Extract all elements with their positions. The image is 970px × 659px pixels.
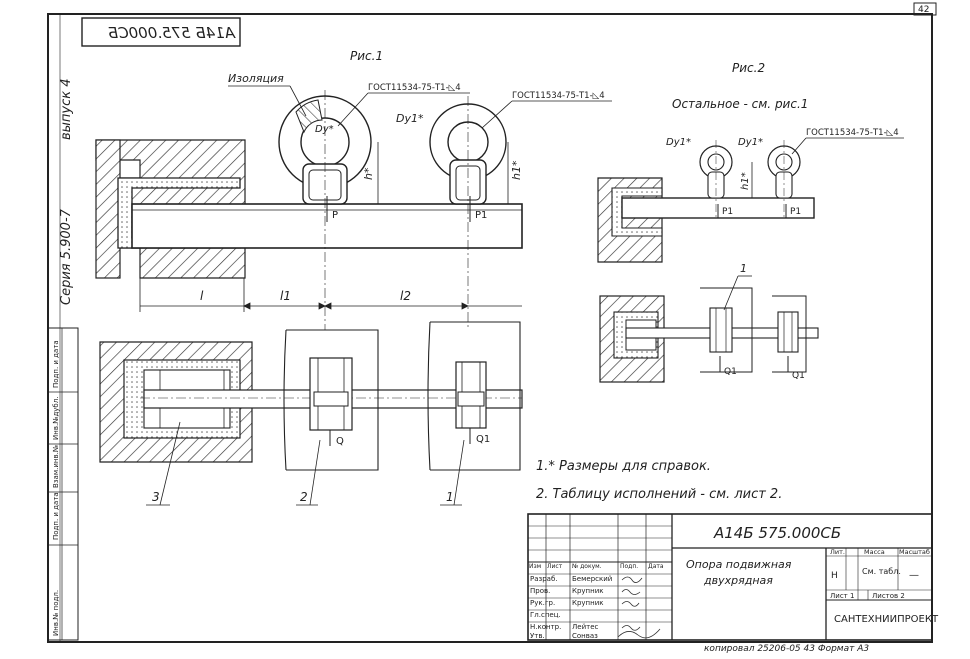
dim-h-right: h1* (510, 160, 523, 180)
mirrored-stamp: А14Б 575.000СБ (81, 17, 241, 47)
series-label: Серия 5.900-7 (59, 208, 74, 305)
role-label: Разраб. (530, 575, 558, 583)
fig1-plan: Q Q1 3 2 1 (99, 321, 523, 506)
fig2-load-q-left: Q1 (724, 367, 737, 377)
person-name: Крупник (572, 599, 604, 607)
dim-l2: l2 (400, 289, 411, 303)
load-q-right: Q1 (476, 434, 490, 445)
role-label: Пров. (530, 587, 550, 595)
fig2-load-p-right: P1 (790, 207, 801, 217)
mirrored-stamp-code: А14Б 575.000СБ (108, 24, 236, 42)
person-name: Крупник (572, 587, 604, 595)
callout-2: 2 (300, 490, 308, 504)
sheet-label: Лист 1 (830, 592, 854, 600)
copy-line: копировал 25206-05 43 Формат А3 (704, 644, 869, 654)
load-p-left: P (332, 210, 338, 221)
title-name-line1: Опора подвижная (686, 558, 792, 571)
dy-label-right: Dу1* (396, 112, 424, 125)
title-name-line2: двухрядная (703, 574, 773, 587)
fig1-title: Рис.1 (350, 49, 383, 63)
load-q-left: Q (336, 436, 344, 447)
page-number: 42 (918, 5, 929, 15)
scale-value: — (909, 570, 919, 581)
head-col: Подп. (620, 563, 638, 570)
callout-3: 3 (152, 490, 160, 504)
fig2-dim-h: h1* (740, 172, 751, 190)
fig1-elevation: h* h1* P P1 Рис.1 Изоляция ГОСТ11534-75-… (95, 49, 612, 330)
fig2-callout-1: 1 (740, 262, 747, 275)
dim-h-left: h* (362, 167, 375, 180)
fig2-elevation: Рис.2 Остальное - см. рис.1 Dу1* Dу1* ГО… (597, 61, 904, 263)
side-strip: Инв.№ подл. Подп. и дата Взам.инв.№ Инв.… (47, 327, 79, 641)
insulation-label: Изоляция (228, 72, 284, 85)
head-col: Изм (529, 563, 541, 570)
fig2-rest-note: Остальное - см. рис.1 (672, 97, 808, 111)
note-1: 1.* Размеры для справок. (536, 459, 711, 474)
fig2-weld-label: ГОСТ11534-75-Т1-◺4 (806, 128, 899, 138)
lit-value: Н (831, 571, 838, 581)
side-strip-label: Инв.№дубл. (52, 397, 60, 440)
note-2: 2. Таблицу исполнений - см. лист 2. (536, 487, 782, 502)
mass-label: Масса (864, 548, 885, 556)
fig2-plan: 1 Q1 Q1 (599, 262, 819, 383)
fig2-title: Рис.2 (732, 61, 765, 75)
load-p-right: P1 (475, 210, 487, 221)
scale-label: Масштаб (899, 548, 930, 556)
weld-label-left: ГОСТ11534-75-Т1-◺4 (368, 83, 461, 93)
lit-label: Лит. (830, 548, 845, 556)
head-col: Лист (547, 563, 563, 570)
fig2-dy-right: Dу1* (738, 137, 763, 148)
title-doc-code: А14Б 575.000СБ (713, 524, 841, 542)
signature-marks (617, 576, 661, 639)
side-strip-label: Подп. и дата (52, 492, 60, 540)
title-block (527, 513, 933, 641)
fig2-dy-left: Dу1* (666, 137, 691, 148)
organization-name: САНТЕХНИИПРОЕКТ (834, 614, 939, 625)
head-col: № докум. (572, 563, 602, 570)
dim-l1: l1 (280, 289, 291, 303)
callout-1: 1 (446, 490, 454, 504)
mass-value: См. табл. (862, 567, 901, 576)
role-label: Гл.спец. (530, 611, 561, 619)
dimension-chain (139, 255, 522, 312)
fig2-load-q-right: Q1 (792, 371, 805, 381)
dim-l: l (200, 289, 204, 303)
person-name: Сонваз (572, 632, 598, 640)
role-label: Рук.гр. (530, 599, 555, 607)
person-name: Бемерский (572, 575, 612, 583)
side-strip-label: Взам.инв.№ (52, 445, 60, 488)
head-col: Дата (648, 563, 664, 570)
side-strip-label: Подп. и дата (52, 340, 60, 388)
fig2-load-p-left: P1 (722, 207, 733, 217)
role-label: Утв. (530, 632, 545, 640)
role-label: Н.контр. (530, 623, 561, 631)
issue-label: выпуск 4 (59, 78, 74, 140)
weld-label-right: ГОСТ11534-75-Т1-◺4 (512, 91, 605, 101)
dy-label-left: Dу* (315, 124, 334, 135)
sheets-label: Листов 2 (872, 592, 905, 600)
person-name: Лейтес (572, 623, 599, 631)
side-strip-label: Инв.№ подл. (52, 590, 60, 636)
